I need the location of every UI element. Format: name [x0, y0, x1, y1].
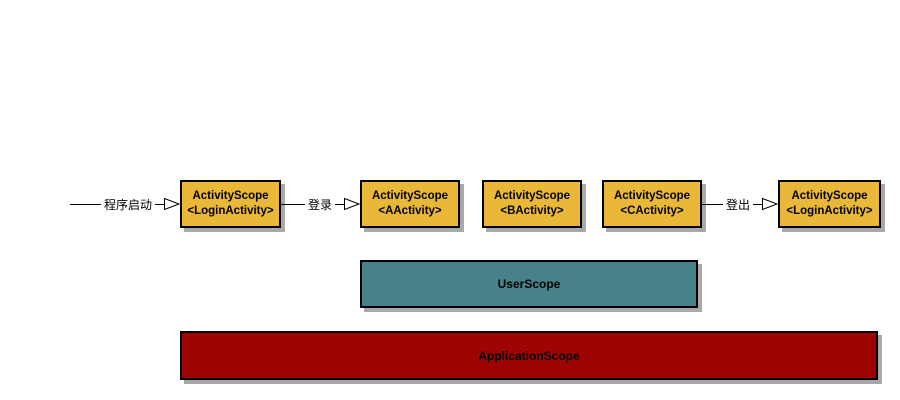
activity-box-subtitle: <BActivity>	[500, 205, 564, 217]
transition-label-app-start: 程序启动	[103, 197, 152, 212]
arrowhead-icon	[164, 198, 180, 210]
activity-box-title: ActivityScope	[371, 190, 449, 203]
user-scope-box: UserScope	[360, 260, 698, 308]
activity-box-a: ActivityScope <AActivity>	[360, 180, 460, 228]
activity-box-b: ActivityScope <BActivity>	[482, 180, 582, 228]
connector-line	[281, 203, 305, 205]
connector-line	[753, 203, 762, 205]
activity-box-title: ActivityScope	[613, 190, 691, 203]
activity-box-subtitle: <LoginActivity>	[786, 205, 873, 217]
activity-box-title: ActivityScope	[192, 190, 269, 203]
transition-logout: 登出	[702, 192, 778, 216]
transition-login: 登录	[281, 192, 360, 216]
activity-box-title: ActivityScope	[791, 190, 868, 203]
activity-box-subtitle: <AActivity>	[378, 205, 442, 217]
activity-box-subtitle: <LoginActivity>	[187, 205, 274, 217]
user-scope-label: UserScope	[497, 277, 561, 291]
activity-box-title: ActivityScope	[493, 190, 571, 203]
activity-box-subtitle: <CActivity>	[620, 205, 684, 217]
transition-label-login: 登录	[307, 197, 332, 212]
connector-line	[702, 203, 723, 205]
activity-box-login-end: ActivityScope <LoginActivity>	[778, 180, 881, 228]
connector-line	[155, 203, 164, 205]
arrowhead-icon	[344, 198, 360, 210]
activity-box-c: ActivityScope <CActivity>	[602, 180, 702, 228]
activity-box-login-start: ActivityScope <LoginActivity>	[180, 180, 281, 228]
transition-label-logout: 登出	[725, 197, 750, 212]
transition-app-start: 程序启动	[70, 192, 180, 216]
application-scope-box: ApplicationScope	[180, 331, 878, 380]
connector-line	[335, 203, 344, 205]
application-scope-label: ApplicationScope	[478, 348, 580, 363]
connector-line	[70, 203, 101, 205]
arrowhead-icon	[762, 198, 778, 210]
